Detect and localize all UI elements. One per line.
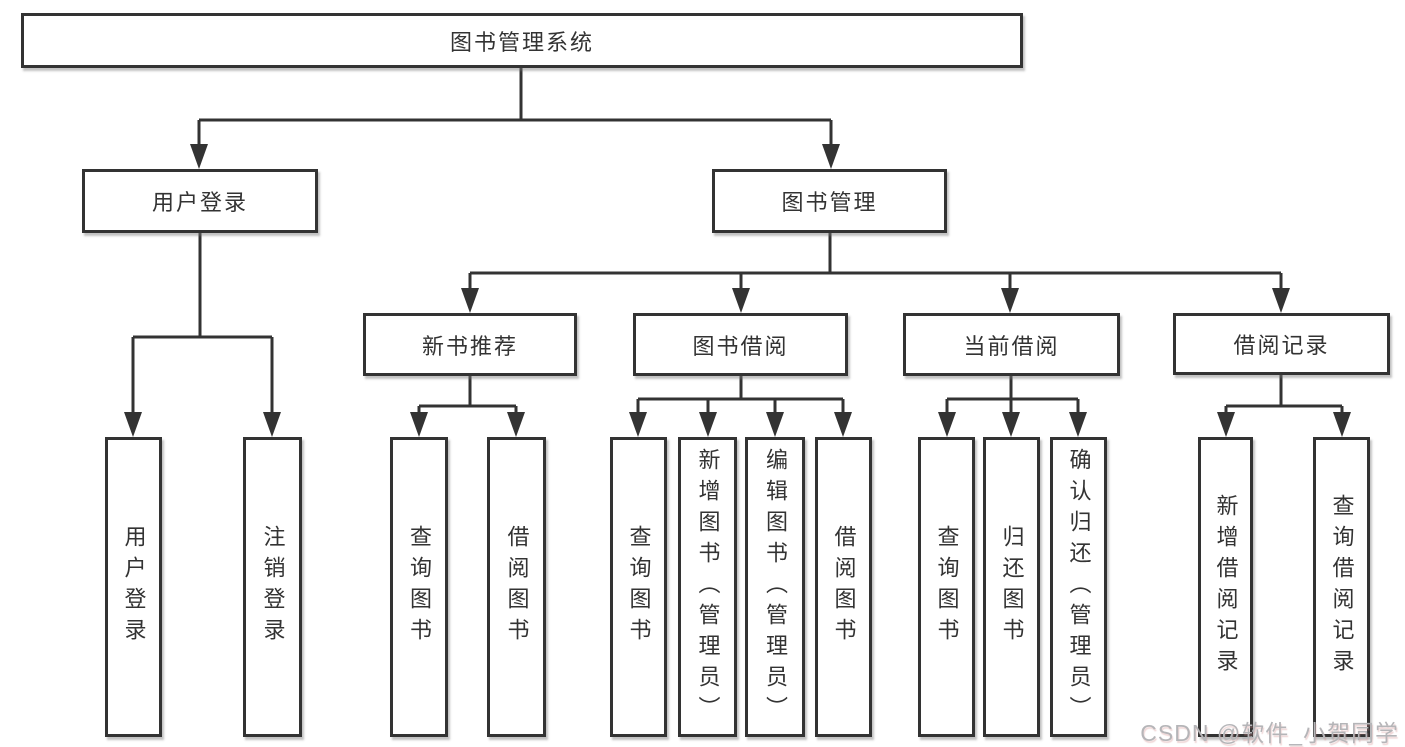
- node-book-management: 图书管理: [712, 169, 947, 233]
- node-root: 图书管理系统: [21, 13, 1023, 68]
- leaf-add-book-admin: 新增图书（管理员）: [678, 437, 737, 737]
- leaf-query-book-2: 查询图书: [610, 437, 667, 737]
- leaf-borrow-book-2-label: 借阅图书: [831, 525, 857, 649]
- leaf-logout-label: 注销登录: [260, 525, 286, 649]
- node-book-management-label: 图书管理: [781, 190, 878, 215]
- leaf-return-book: 归还图书: [983, 437, 1040, 737]
- leaf-borrow-book-1: 借阅图书: [487, 437, 546, 737]
- node-user-login: 用户登录: [82, 169, 318, 233]
- leaf-edit-book-admin: 编辑图书（管理员）: [745, 437, 805, 737]
- node-new-book-recommend: 新书推荐: [363, 313, 577, 376]
- node-borrow-records: 借阅记录: [1173, 313, 1390, 375]
- leaf-user-login: 用户登录: [105, 437, 162, 737]
- leaf-add-borrow-record: 新增借阅记录: [1198, 437, 1253, 737]
- leaf-query-borrow-record: 查询借阅记录: [1313, 437, 1370, 737]
- leaf-return-book-label: 归还图书: [999, 525, 1025, 649]
- node-new-book-recommend-label: 新书推荐: [421, 333, 518, 359]
- leaf-query-book-1: 查询图书: [390, 437, 448, 737]
- node-book-borrowing: 图书借阅: [633, 313, 848, 376]
- leaf-borrow-book-2: 借阅图书: [815, 437, 872, 737]
- node-borrow-records-label: 借阅记录: [1233, 333, 1330, 358]
- leaf-logout: 注销登录: [243, 437, 302, 737]
- arrowhead-icons: [124, 144, 1351, 437]
- node-current-borrowing: 当前借阅: [903, 313, 1120, 376]
- connector-path: [131, 68, 1344, 412]
- node-root-label: 图书管理系统: [449, 29, 594, 55]
- leaf-query-book-1-label: 查询图书: [407, 525, 432, 649]
- node-book-borrowing-label: 图书借阅: [692, 333, 789, 359]
- leaf-query-book-2-label: 查询图书: [626, 525, 652, 649]
- leaf-confirm-return-admin-label: 确认归还（管理员）: [1066, 447, 1092, 727]
- leaf-user-login-label: 用户登录: [121, 525, 147, 649]
- leaf-add-book-admin-label: 新增图书（管理员）: [695, 447, 721, 727]
- leaf-query-borrow-record-label: 查询借阅记录: [1329, 494, 1355, 680]
- leaf-edit-book-admin-label: 编辑图书（管理员）: [763, 447, 788, 727]
- leaf-add-borrow-record-label: 新增借阅记录: [1213, 494, 1239, 680]
- node-user-login-label: 用户登录: [151, 190, 248, 215]
- leaf-borrow-book-1-label: 借阅图书: [504, 525, 530, 649]
- leaf-confirm-return-admin: 确认归还（管理员）: [1050, 437, 1107, 737]
- leaf-query-book-3: 查询图书: [918, 437, 975, 737]
- node-current-borrowing-label: 当前借阅: [963, 333, 1060, 359]
- leaf-query-book-3-label: 查询图书: [934, 525, 960, 649]
